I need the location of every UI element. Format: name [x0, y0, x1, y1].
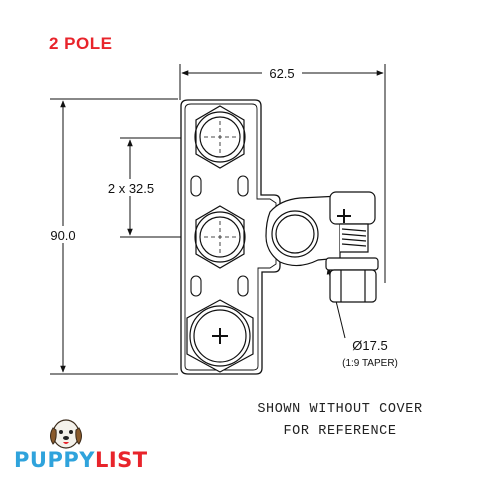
note-line-1: SHOWN WITHOUT COVER — [257, 402, 423, 417]
middle-bolt — [194, 205, 246, 269]
page-title: 2 POLE — [49, 34, 113, 53]
mounting-slots — [190, 175, 249, 297]
top-bolt — [194, 105, 246, 169]
brand-logo-part1: PUPPY — [14, 448, 95, 472]
bottom-bolt — [186, 299, 254, 373]
pitch-label: 2 x 32.5 — [108, 181, 154, 196]
post-clamp — [265, 191, 379, 303]
taper-label: (1:9 TAPER) — [342, 358, 398, 369]
width-label: 62.5 — [269, 66, 294, 81]
puppy-logo-icon — [50, 419, 82, 449]
brand-logo: PUPPYLIST — [14, 448, 148, 472]
height-label: 90.0 — [50, 228, 75, 243]
extension-lines — [50, 64, 386, 375]
note-line-2: FOR REFERENCE — [283, 424, 397, 439]
brand-logo-part2: LIST — [94, 448, 148, 472]
diameter-label: Ø17.5 — [352, 338, 387, 353]
